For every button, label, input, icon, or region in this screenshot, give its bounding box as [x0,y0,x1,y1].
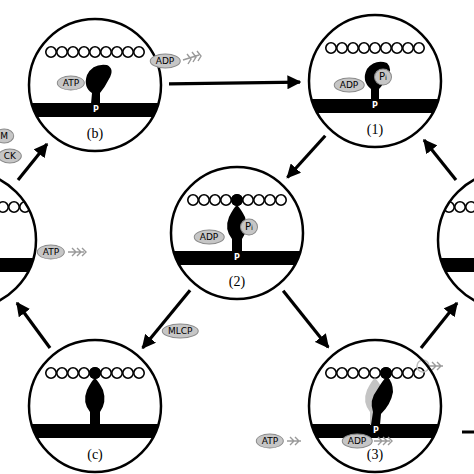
state-circle: ATP P (b) [27,17,163,153]
molecule-label: ADP [334,78,365,93]
bound-actin [231,194,243,206]
cycle-arrow [17,303,50,348]
cycle-arrow [424,140,456,180]
transition-arrow [287,136,325,178]
crossbridge-d [436,172,474,308]
circle-border [309,340,441,472]
crossbridge-2 [169,194,305,265]
state-circle: ADP PiP (2) [169,165,305,301]
myosin-head [86,65,112,104]
molecule-label: CK [0,149,22,164]
phosphate-mark: P [372,101,378,111]
transition-arrow [143,290,190,348]
state-number: (2) [229,274,245,290]
state-circle: (c) [27,338,163,474]
molecule-label: ATP [57,76,85,91]
molecule-tails [68,51,443,445]
myosin-head [85,378,104,425]
crossbridge-a [0,172,40,308]
circle-border [29,19,161,151]
molecule-label: M [0,129,14,144]
bound-actin [89,367,101,379]
molecule-label: ADP [342,434,373,449]
molecule-label: ATP [256,434,284,449]
crossbridge-3 [307,360,443,438]
circle-border [171,167,303,299]
molecule-label: Pi [240,219,258,236]
molecule-label: ADP [194,230,225,245]
state-number: (c) [87,447,103,463]
state-circle: P (3) [307,338,443,474]
transition-arrow [169,82,300,84]
circle-border [309,15,441,147]
bound-actin [380,367,392,379]
crossbridge-c [27,367,163,438]
crossbridge-1 [307,43,443,113]
state-circle: ADP PiP (1) [307,13,443,149]
molecule-label: Pi [374,69,392,86]
state-number: (1) [367,122,383,138]
transition-arrow [283,291,328,348]
state-number: (b) [87,126,103,142]
edge-mark [462,431,474,434]
crossbridge-b [27,47,163,117]
phosphate-mark: P [373,426,379,436]
phosphate-mark: P [234,253,240,263]
cycle-arrow [421,303,457,348]
cycle-arrow [18,144,47,180]
molecule-label: ADP [150,54,181,69]
myosin-head [371,376,393,425]
molecule-label: ATP [37,245,65,260]
state-number: (3) [367,447,383,463]
enzyme-label: MLCP [162,323,199,338]
circle-border [29,340,161,472]
phosphate-mark: P [93,105,99,115]
